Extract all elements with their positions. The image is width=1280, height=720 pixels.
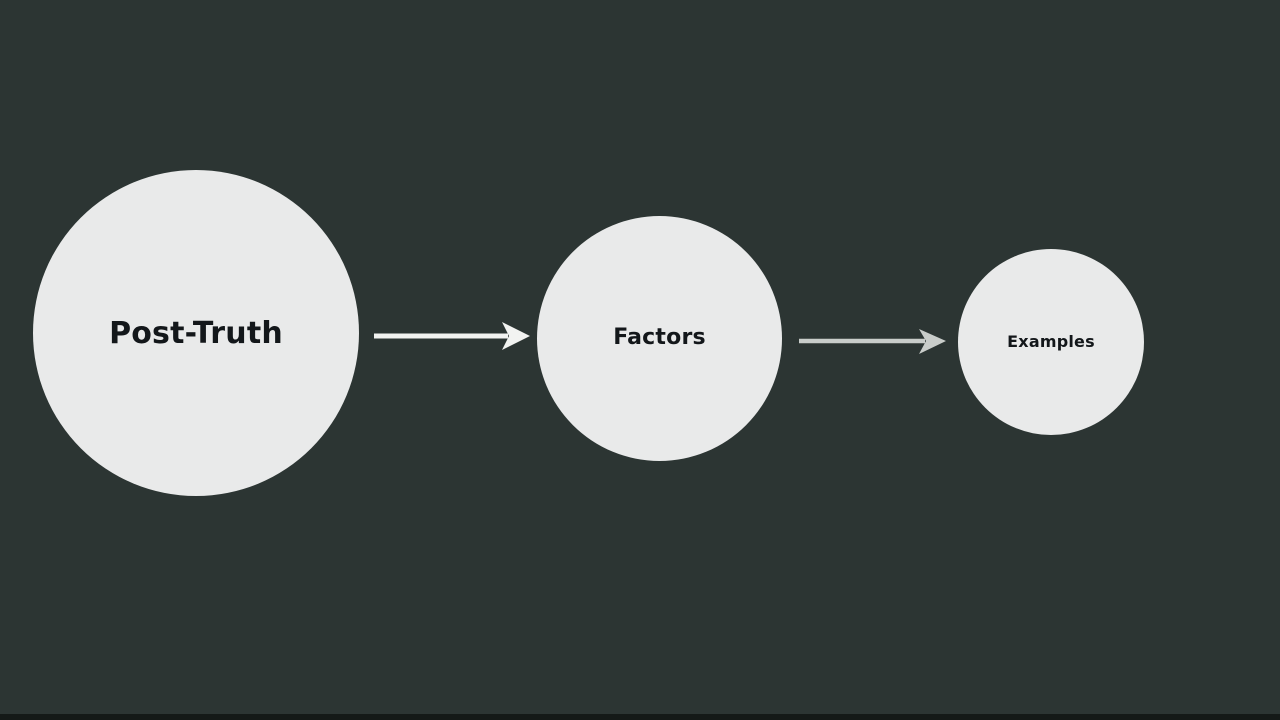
node-examples[interactable]: Examples — [958, 249, 1144, 435]
bottom-edge-bar — [0, 714, 1280, 720]
node-examples-label: Examples — [1007, 332, 1095, 352]
node-post-truth-label: Post-Truth — [109, 315, 283, 351]
arrow-head-icon — [502, 322, 530, 350]
node-factors-label: Factors — [613, 325, 706, 351]
arrow-factors-to-examples — [799, 329, 946, 354]
arrow-post-truth-to-factors — [374, 322, 530, 350]
arrow-head-icon — [919, 329, 946, 354]
node-factors[interactable]: Factors — [537, 216, 782, 461]
node-post-truth[interactable]: Post-Truth — [33, 170, 359, 496]
